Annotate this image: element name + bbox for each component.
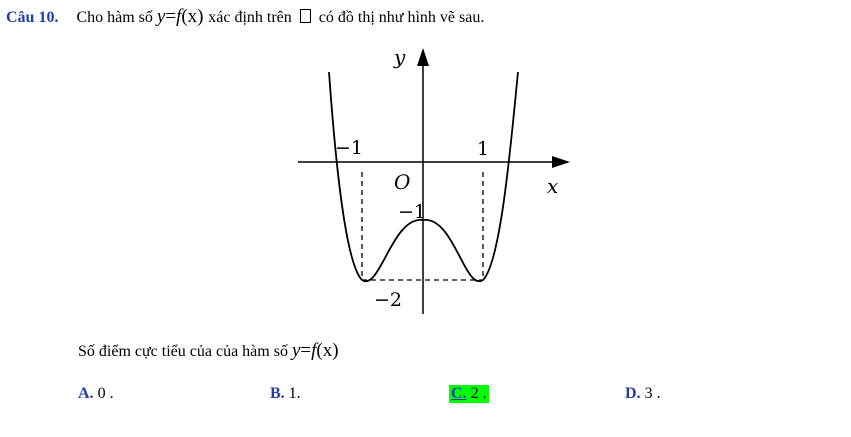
- tick-label-x-neg1: −1: [335, 137, 363, 159]
- option-c[interactable]: C. 2 .: [449, 385, 489, 403]
- option-a-value: 0 .: [97, 385, 114, 402]
- tick-label-x-pos1: 1: [477, 138, 489, 160]
- option-c-value: 2 .: [470, 385, 487, 402]
- question-text-after-2: có đồ thị như hình vẽ sau.: [318, 9, 485, 26]
- question-number: Câu 10.: [6, 9, 59, 26]
- function-curve: [328, 71, 519, 283]
- function-graph: y x O −1 1 −1 −2: [292, 42, 582, 322]
- prompt-function-name: f: [311, 340, 317, 361]
- option-d-value: 3 .: [644, 385, 661, 402]
- prompt-function-eq: =: [300, 340, 312, 361]
- function-expression: y=f(x): [157, 6, 208, 27]
- function-eq: =: [165, 6, 177, 27]
- origin-label: O: [394, 170, 410, 194]
- option-c-letter: C.: [451, 385, 467, 402]
- prompt-function-arg: (x): [316, 340, 339, 361]
- prompt-function-lhs: y: [291, 340, 301, 361]
- tick-label-y-neg1: −1: [398, 201, 426, 223]
- y-axis-label: y: [393, 45, 406, 69]
- question-text-after-1: xác định trên: [208, 9, 292, 26]
- x-axis-arrow-icon: [552, 156, 570, 168]
- function-lhs: y: [156, 6, 166, 27]
- missing-symbol-icon: [299, 9, 311, 23]
- option-b-letter: B.: [270, 385, 285, 402]
- question-prompt-text: Số điểm cực tiểu của của hàm số: [78, 343, 288, 360]
- tick-label-y-neg2: −2: [374, 289, 402, 311]
- question-prompt: Số điểm cực tiểu của của hàm số y=f(x): [78, 340, 339, 362]
- function-name: f: [176, 6, 182, 27]
- dashed-guides: [361, 172, 484, 281]
- y-axis-arrow-icon: [417, 48, 429, 66]
- option-a[interactable]: A. 0 .: [78, 385, 114, 403]
- prompt-function-expression: y=f(x): [292, 340, 339, 361]
- question-stem: Câu 10. Cho hàm số y=f(x) xác định trên …: [6, 6, 484, 28]
- function-arg: (x): [181, 6, 204, 27]
- option-b-value: 1.: [288, 385, 301, 402]
- graph-svg: y x O −1 1 −1 −2: [298, 45, 570, 314]
- option-d[interactable]: D. 3 .: [625, 385, 661, 403]
- option-b[interactable]: B. 1.: [270, 385, 301, 403]
- option-a-letter: A.: [78, 385, 94, 402]
- option-d-letter: D.: [625, 385, 641, 402]
- question-text-before: Cho hàm số: [76, 9, 153, 26]
- x-axis-label: x: [547, 174, 558, 198]
